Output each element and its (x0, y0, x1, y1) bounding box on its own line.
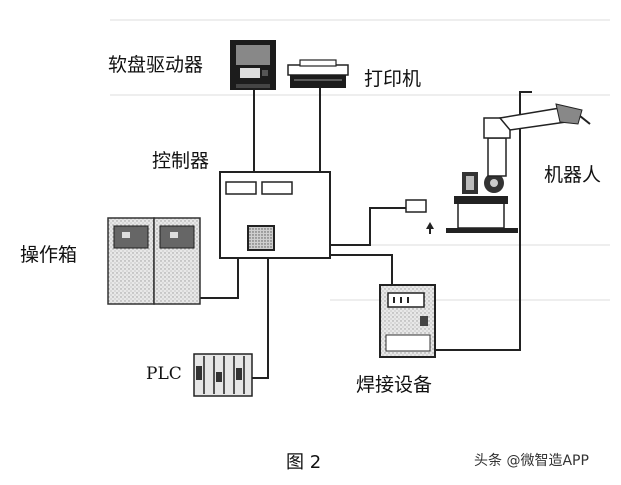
label-welding-equipment: 焊接设备 (356, 374, 433, 396)
watermark: 头条 @微智造APP (474, 453, 589, 469)
line-controller-welding (330, 254, 393, 285)
label-controller: 控制器 (152, 150, 210, 172)
floppy-drive (230, 40, 276, 90)
connection-lines (196, 88, 532, 379)
line-controller-sensor (330, 207, 413, 246)
line-welding-robot (435, 91, 532, 351)
label-printer: 打印机 (364, 68, 422, 90)
operator-box (107, 217, 201, 305)
sensor-device (405, 199, 434, 234)
line-controller-plc (252, 258, 269, 379)
controller (219, 171, 331, 259)
label-floppy-drive: 软盘驱动器 (108, 54, 204, 76)
line-controller-operatorbox (196, 258, 239, 299)
label-robot: 机器人 (544, 164, 602, 186)
printer (287, 59, 349, 88)
welding-equipment (379, 284, 436, 358)
label-plc: PLC (146, 364, 182, 384)
robot (446, 103, 591, 233)
label-operator-box: 操作箱 (20, 244, 78, 266)
figure-caption: 图 2 (286, 452, 322, 473)
plc-rack (193, 353, 253, 397)
background-noise (110, 19, 610, 301)
